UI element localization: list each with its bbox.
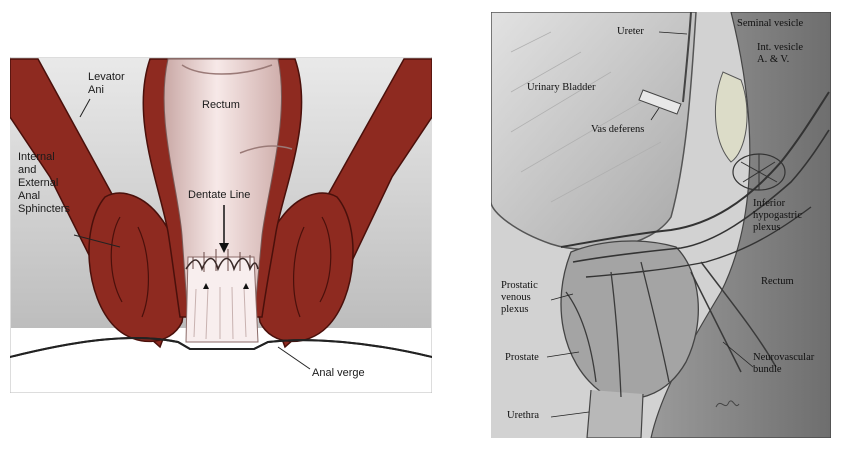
- ureter: [682, 12, 692, 103]
- anorectal-diagram: Levator Ani Rectum Internal and External…: [10, 57, 432, 393]
- pelvic-sketch-illustration: [491, 12, 831, 438]
- label-vas-deferens: Vas deferens: [591, 124, 645, 135]
- label-int-vesicle: Int. vesicle A. & V.: [757, 42, 804, 65]
- seminal-vesicle: [714, 71, 748, 163]
- label-sphincters: Internal and External Anal Sphincters: [18, 151, 70, 215]
- label-neurovascular: Neurovascular bundle: [753, 352, 815, 375]
- prostatic-venous-plexus: [565, 261, 670, 398]
- urinary-bladder: [491, 12, 697, 251]
- rectum: [650, 12, 831, 438]
- label-urethra: Urethra: [507, 410, 540, 421]
- label-anal-verge: Anal verge: [312, 367, 365, 379]
- neurovascular-bundle: [690, 261, 777, 373]
- label-rectum-sketch: Rectum: [761, 276, 794, 287]
- anorectal-illustration: [10, 57, 432, 393]
- label-dentate-line: Dentate Line: [188, 189, 251, 201]
- right-sphincter: [257, 192, 354, 343]
- label-levator-ani: Levator Ani: [88, 71, 125, 96]
- label-inferior-hypogastric: Inferior hypogastric plexus: [753, 198, 802, 233]
- label-prostatic-plexus: Prostatic venous plexus: [501, 280, 538, 315]
- urethra: [586, 389, 644, 438]
- label-rectum: Rectum: [202, 99, 240, 111]
- vas-deferens: [638, 89, 682, 115]
- label-seminal-vesicle: Seminal vesicle: [737, 18, 804, 29]
- left-sphincter: [88, 192, 185, 343]
- dentate-line-curve: [185, 257, 259, 272]
- label-ureter: Ureter: [617, 26, 644, 37]
- anal-canal: [185, 256, 259, 343]
- label-urinary-bladder: Urinary Bladder: [527, 82, 596, 93]
- pelvic-sketch: Ureter Seminal vesicle Int. vesicle A. &…: [491, 12, 831, 438]
- label-prostate: Prostate: [505, 352, 539, 363]
- artist-signature: [715, 400, 740, 408]
